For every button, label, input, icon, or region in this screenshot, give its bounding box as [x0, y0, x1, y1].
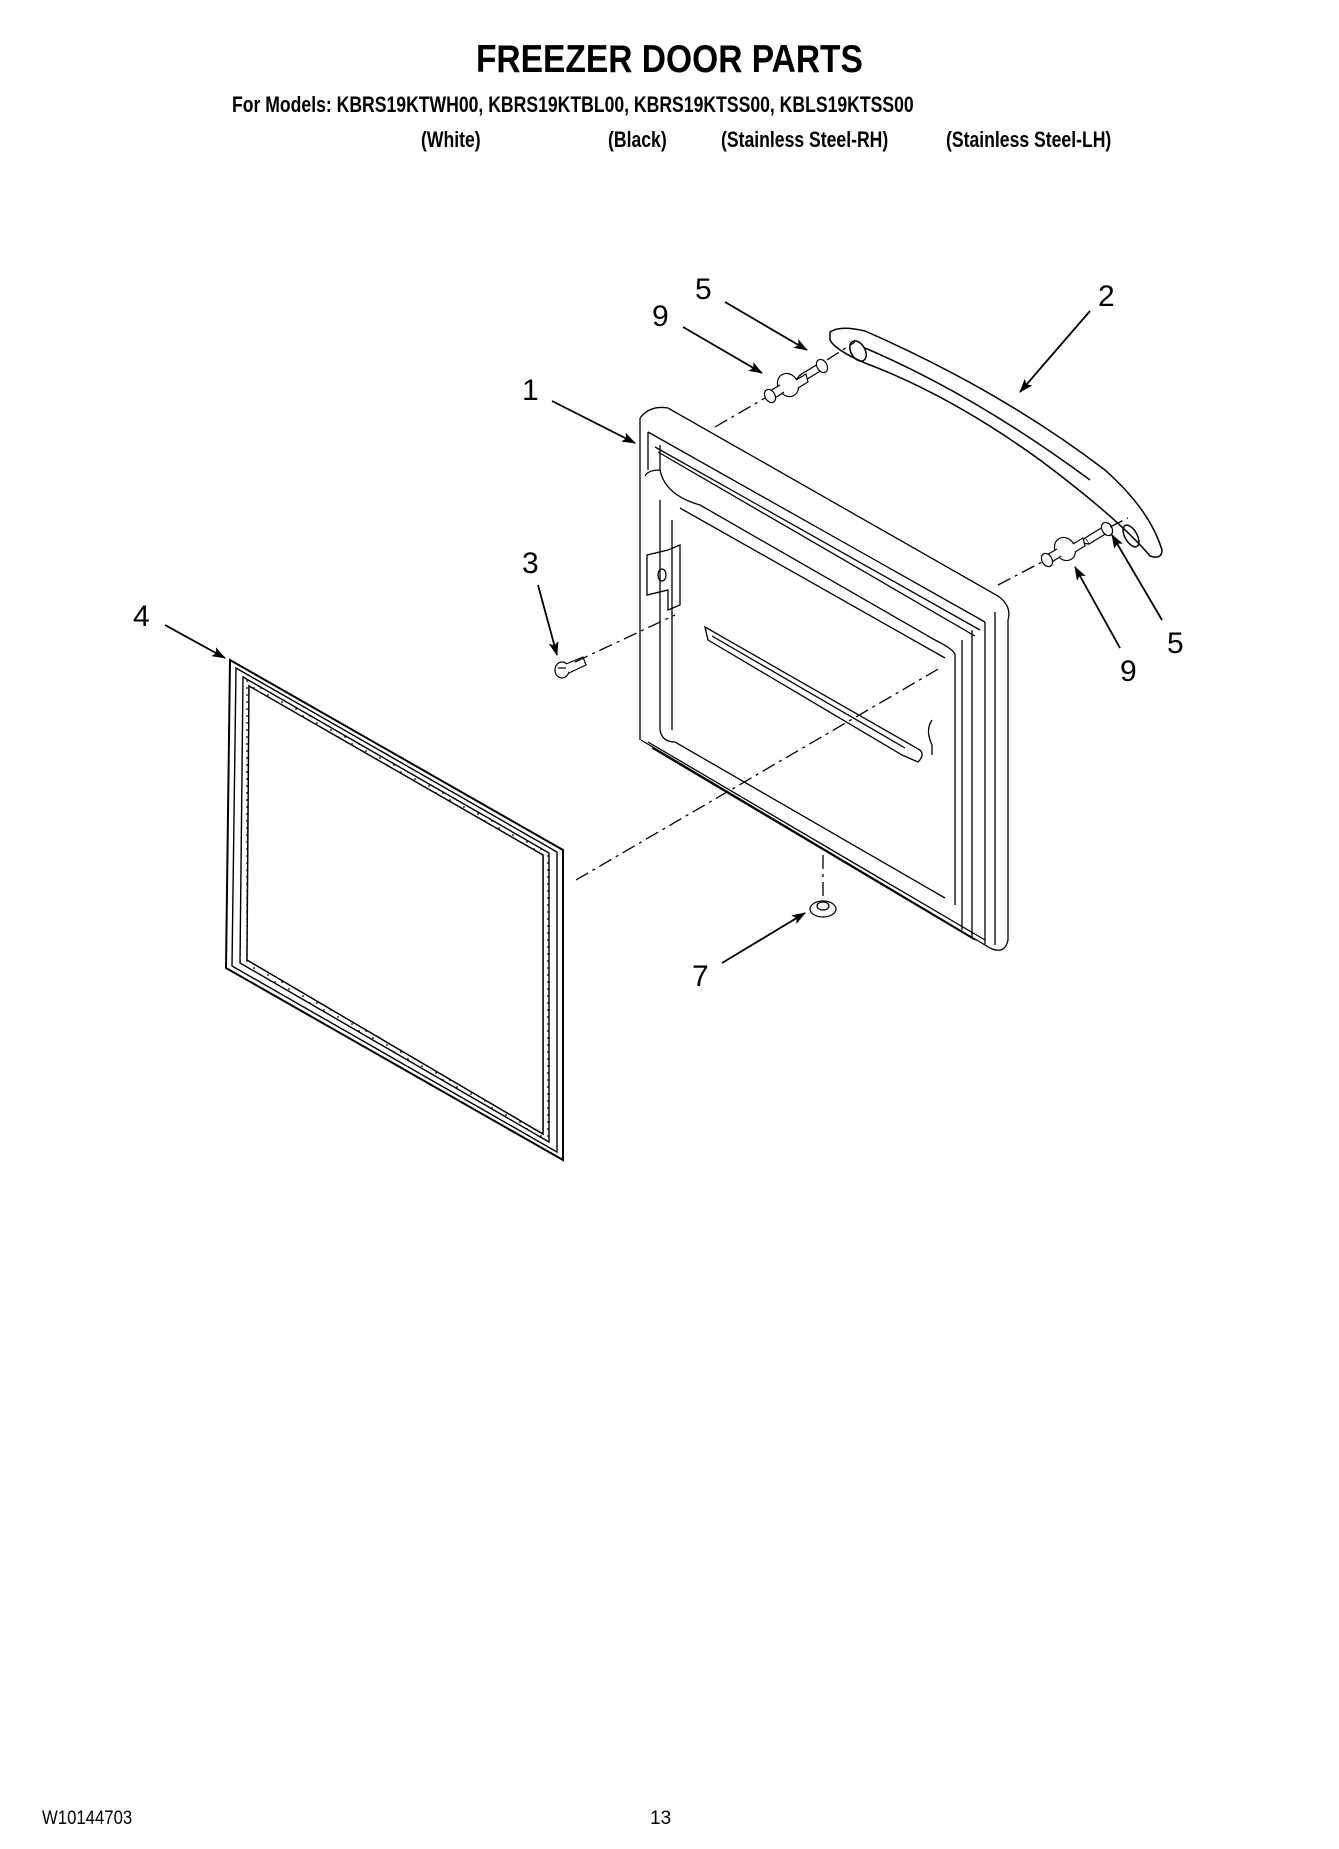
model-color-stainless-lh: (Stainless Steel-LH) — [946, 127, 1112, 152]
callout-5-bottom: 5 — [1167, 627, 1184, 660]
models-line: For Models: KBRS19KTWH00, KBRS19KTBL00, … — [232, 92, 914, 117]
handle-screw-bottom — [1079, 521, 1114, 545]
callout-1: 1 — [522, 374, 539, 407]
bushing-bottom — [1040, 536, 1086, 568]
callout-9-top: 9 — [652, 300, 669, 333]
document-number: W10144703 — [42, 1808, 133, 1829]
page-title: FREEZER DOOR PARTS — [475, 38, 863, 81]
model-color-stainless-rh: (Stainless Steel-RH) — [721, 127, 889, 152]
washer-part — [809, 900, 837, 918]
callout-7: 7 — [692, 960, 709, 993]
model-color-black: (Black) — [608, 127, 667, 152]
assembly-lines — [574, 341, 1129, 900]
model-color-white: (White) — [421, 127, 481, 152]
door-part — [639, 406, 1010, 951]
callout-4: 4 — [133, 600, 150, 633]
callout-9-bottom: 9 — [1120, 655, 1137, 688]
callout-arrows — [164, 301, 1163, 964]
page-number: 13 — [650, 1808, 672, 1829]
handle-part — [829, 327, 1163, 558]
gasket-part — [224, 658, 564, 1162]
callout-3: 3 — [522, 547, 539, 580]
bushing-top — [763, 372, 809, 404]
callout-2: 2 — [1098, 280, 1115, 313]
hinge-screw — [554, 656, 587, 679]
callout-5-top: 5 — [695, 273, 712, 306]
